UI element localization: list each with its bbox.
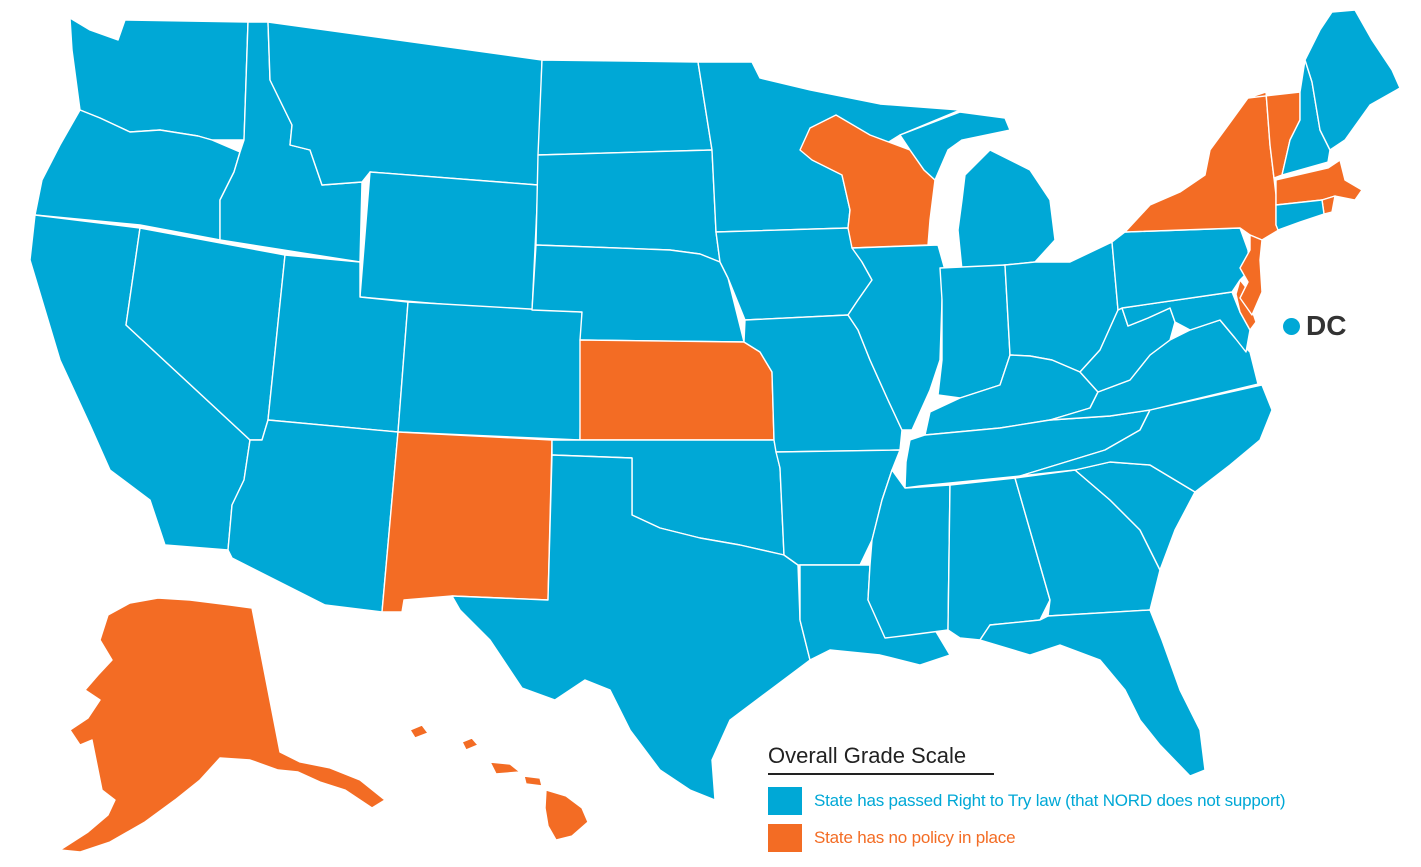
state-AZ[interactable] xyxy=(227,419,399,613)
legend-label-none: State has no policy in place xyxy=(814,828,1016,847)
legend-item-passed: State has passed Right to Try law (that … xyxy=(768,787,1328,815)
state-NE[interactable] xyxy=(531,244,745,343)
legend-title: Overall Grade Scale xyxy=(768,743,994,775)
state-CO[interactable] xyxy=(397,301,583,441)
state-IA[interactable] xyxy=(715,227,873,321)
state-ND[interactable] xyxy=(537,59,713,156)
legend-swatch-passed xyxy=(768,787,802,815)
state-IN[interactable] xyxy=(937,264,1011,399)
state-SD[interactable] xyxy=(535,149,721,263)
dc-dot xyxy=(1283,317,1300,335)
legend: Overall Grade Scale State has passed Rig… xyxy=(768,743,1328,861)
state-AK[interactable] xyxy=(59,597,386,853)
state-WY[interactable] xyxy=(359,171,539,313)
state-NY[interactable] xyxy=(1124,91,1293,241)
dc-label: DC xyxy=(1306,310,1347,341)
state-TX[interactable] xyxy=(451,454,811,801)
state-FL[interactable] xyxy=(979,609,1206,777)
legend-swatch-none xyxy=(768,824,802,852)
state-NM[interactable] xyxy=(381,431,553,613)
legend-label-passed: State has passed Right to Try law (that … xyxy=(814,791,1286,810)
state-NJ[interactable] xyxy=(1239,234,1263,316)
legend-item-none: State has no policy in place xyxy=(768,824,1328,852)
state-HI[interactable] xyxy=(409,724,589,841)
state-KS[interactable] xyxy=(579,339,775,441)
state-CT[interactable] xyxy=(1275,199,1325,231)
state-ME[interactable] xyxy=(1304,9,1401,151)
dc-marker[interactable]: DC xyxy=(1283,310,1346,342)
